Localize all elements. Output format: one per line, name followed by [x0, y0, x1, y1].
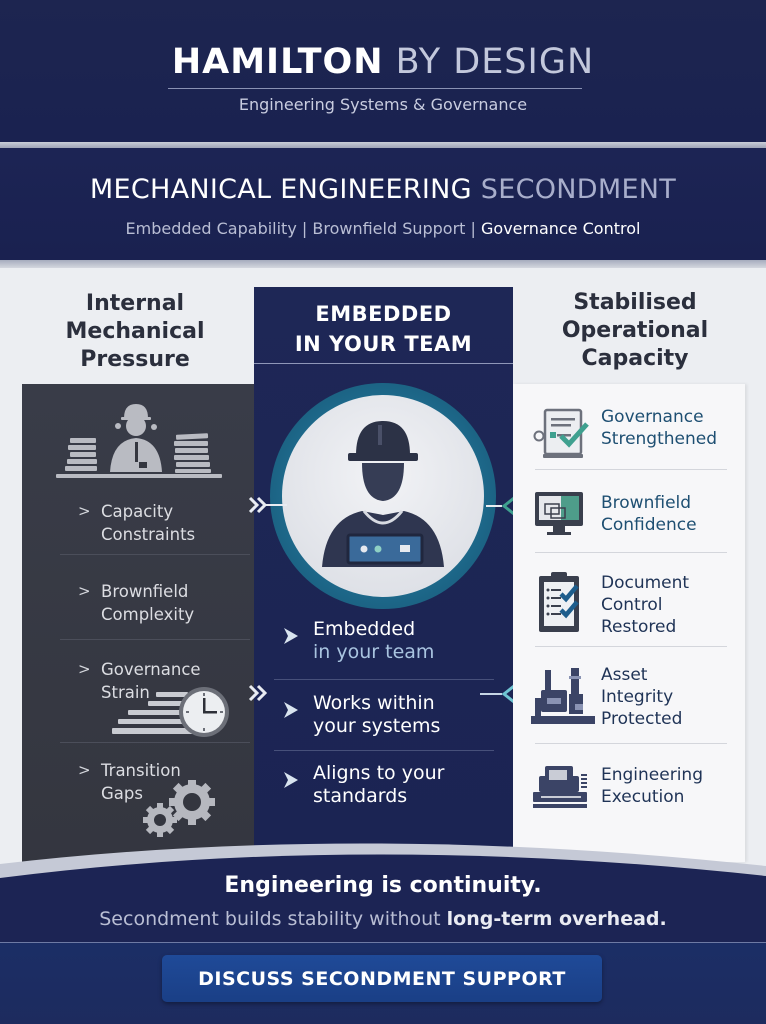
double-chevron-right-icon	[248, 684, 268, 702]
pressure-column: > Capacity Constraints > Brownfield Comp…	[22, 384, 258, 874]
right-column-heading: Stabilised Operational Capacity	[540, 289, 730, 373]
divider	[60, 554, 250, 555]
monitor-blueprint-icon	[535, 492, 583, 535]
item-line: Confidence	[601, 515, 697, 535]
item-line: your systems	[313, 715, 441, 737]
brand-name-light: BY DESIGN	[383, 42, 595, 82]
heading-line: Pressure	[80, 347, 190, 372]
item-line: Brownfield	[601, 493, 692, 513]
item-line: Governance	[601, 407, 704, 427]
item-line: Control	[601, 595, 663, 615]
heading-line: Mechanical	[65, 319, 205, 344]
divider	[60, 639, 250, 640]
item-line: Strain	[101, 683, 150, 702]
heading-line: Internal	[85, 291, 185, 316]
clock-paperwork-icon	[112, 687, 229, 737]
chevron-left-icon	[486, 496, 515, 516]
engineer-with-laptop-icon	[322, 421, 444, 567]
item-line: Capacity	[101, 502, 174, 521]
item-line: Constraints	[101, 525, 196, 544]
item-line: Gaps	[101, 784, 143, 803]
brand-header: HAMILTON BY DESIGN Engineering Systems &…	[0, 0, 766, 142]
brand-name-bold: HAMILTON	[171, 42, 384, 82]
play-arrow-icon	[284, 702, 298, 718]
subtitle-part2: Governance Control	[481, 219, 641, 238]
heading-line: EMBEDDED	[315, 302, 452, 326]
item-line: Engineering	[601, 765, 703, 785]
document-check-icon	[533, 408, 589, 458]
discuss-secondment-button[interactable]: DISCUSS SECONDMENT SUPPORT	[162, 955, 602, 1002]
divider	[535, 646, 727, 647]
brand-tagline: Engineering Systems & Governance	[238, 95, 528, 114]
item-line: Asset	[601, 665, 648, 685]
embedded-column: EMBEDDED IN YOUR TEAM	[254, 287, 513, 847]
chevron-right-icon: >	[78, 660, 91, 678]
divider	[535, 743, 727, 744]
closing-subtext-part1: Secondment builds stability without	[99, 908, 447, 930]
center-column-heading: EMBEDDED IN YOUR TEAM	[254, 299, 513, 359]
item-line: standards	[313, 785, 408, 807]
divider	[60, 742, 250, 743]
item-line: Brownfield	[101, 582, 189, 601]
item-line: Integrity	[601, 687, 674, 707]
left-column-heading: Internal Mechanical Pressure	[40, 290, 230, 374]
item-line: Aligns to your	[313, 762, 445, 784]
page-subtitle: Embedded Capability | Brownfield Support…	[0, 219, 766, 238]
item-line: Restored	[601, 617, 677, 637]
item-line: Complexity	[101, 605, 195, 624]
brand-divider	[168, 88, 582, 89]
gears-icon	[143, 780, 215, 837]
item-line: Execution	[601, 787, 685, 807]
chevron-right-icon: >	[78, 582, 91, 600]
silver-divider-2	[0, 260, 766, 268]
divider	[254, 363, 513, 364]
silver-divider	[0, 142, 766, 148]
cta-band: DISCUSS SECONDMENT SUPPORT	[0, 942, 766, 1024]
item-line: Transition	[101, 761, 181, 780]
double-chevron-right-icon	[248, 496, 287, 514]
title-main: MECHANICAL ENGINEERING	[89, 174, 481, 205]
item-line: Works within	[313, 692, 435, 714]
chevron-right-icon: >	[78, 502, 91, 520]
play-arrow-icon	[284, 772, 298, 788]
item-line: Document	[601, 573, 690, 593]
divider	[535, 552, 727, 553]
stressed-engineer-icon	[56, 404, 222, 478]
heading-line: IN YOUR TEAM	[294, 332, 473, 356]
divider	[535, 469, 727, 470]
item-line: Protected	[601, 709, 683, 729]
item-line: Strengthened	[601, 429, 718, 449]
page-title: MECHANICAL ENGINEERING SECONDMENT	[0, 174, 766, 205]
item-line: in your team	[313, 641, 435, 663]
divider	[274, 750, 494, 751]
divider	[274, 679, 494, 680]
brand-logo: HAMILTON BY DESIGN	[0, 42, 766, 82]
play-arrow-icon	[284, 628, 298, 644]
engineer-badge	[270, 383, 496, 609]
title-accent: SECONDMENT	[480, 174, 677, 205]
closing-subtext-part2: long-term overhead.	[446, 908, 667, 930]
title-band: MECHANICAL ENGINEERING SECONDMENT Embedd…	[0, 148, 766, 260]
outcomes-column: Governance Strengthened Brownfield Confi…	[513, 384, 745, 862]
heading-line: Capacity	[581, 346, 689, 371]
item-line: Governance	[101, 660, 201, 679]
closing-statement: Engineering is continuity.	[224, 873, 542, 898]
industrial-plant-icon	[531, 668, 595, 724]
clipboard-checklist-icon	[539, 572, 579, 632]
subtitle-part1: Embedded Capability | Brownfield Support…	[125, 219, 481, 238]
item-line: Embedded	[313, 618, 416, 640]
printer-workstation-icon	[533, 766, 587, 808]
heading-line: Stabilised	[573, 290, 697, 315]
chevron-right-icon: >	[78, 761, 91, 779]
closing-subtext: Secondment builds stability without long…	[0, 908, 766, 930]
heading-line: Operational	[561, 318, 709, 343]
chevron-left-icon	[480, 684, 515, 704]
